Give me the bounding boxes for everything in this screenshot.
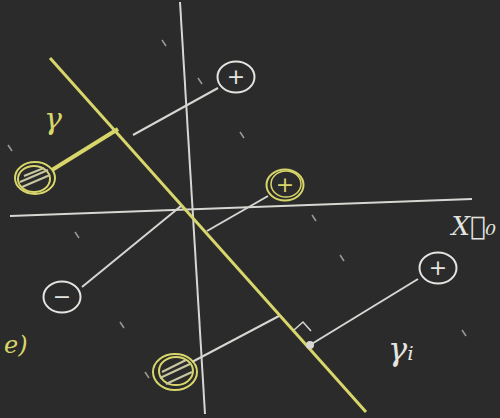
chalk-tick <box>162 40 166 46</box>
chalk-tick <box>198 78 202 84</box>
math-label: X⃗₀ <box>451 212 496 241</box>
data-point: + <box>418 251 458 285</box>
chalk-tick <box>312 215 316 221</box>
chalk-tick <box>145 372 149 378</box>
distance-line <box>82 206 181 287</box>
support-circle <box>153 354 197 390</box>
scribble <box>20 168 50 187</box>
support-circle <box>18 166 50 192</box>
support-circle <box>159 357 193 385</box>
chalk-tick <box>75 232 79 238</box>
chalk-tick <box>8 145 12 151</box>
data-point: − <box>42 280 82 314</box>
distance-line <box>207 196 268 231</box>
hyperplane-line <box>50 58 366 412</box>
distance-line <box>192 316 279 362</box>
margin-line <box>52 129 118 170</box>
chalk-tick <box>340 255 344 261</box>
foot-point <box>306 341 314 349</box>
math-label: γᵢ <box>388 332 414 367</box>
chalk-tick <box>240 132 244 138</box>
chalk-ticks <box>8 40 466 378</box>
point-ring <box>420 253 457 284</box>
math-label: e) <box>4 332 28 358</box>
point-sign: − <box>53 286 71 308</box>
support-point <box>15 162 55 194</box>
point-ring <box>267 170 304 201</box>
point-ring <box>271 171 301 197</box>
point-sign: + <box>276 174 294 196</box>
chalk-tick <box>462 330 466 336</box>
math-label: γ <box>44 102 62 135</box>
point-ring <box>44 282 81 313</box>
chalk-tick <box>120 322 124 328</box>
support-circle <box>15 162 55 194</box>
right-angle-mark <box>294 322 311 331</box>
point-sign: + <box>429 257 447 279</box>
horizontal-axis <box>10 199 472 216</box>
support-point <box>153 354 197 390</box>
scribble <box>160 360 192 384</box>
data-point: + <box>216 60 256 94</box>
distance-line <box>133 88 218 135</box>
point-sign: + <box>227 66 245 88</box>
point-ring <box>218 62 255 93</box>
data-point: + <box>265 168 305 202</box>
